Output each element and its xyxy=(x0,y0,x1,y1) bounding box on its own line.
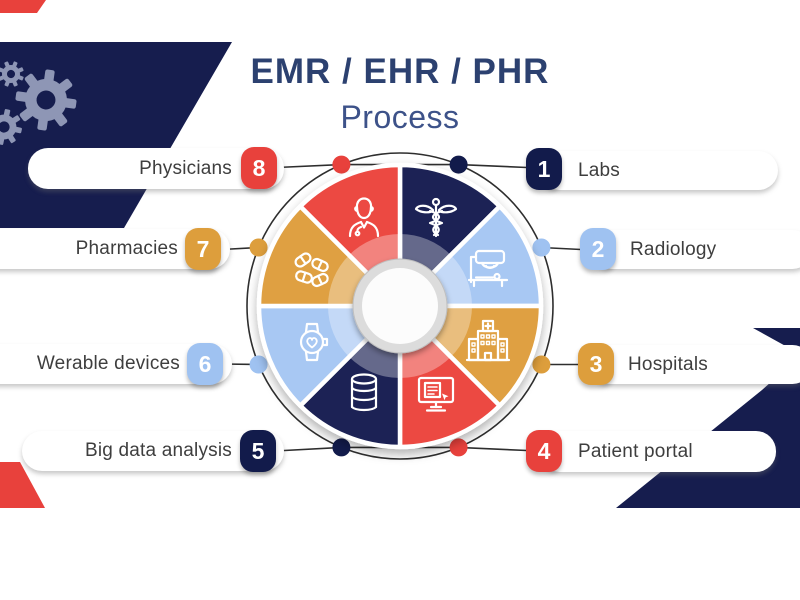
pills-icon xyxy=(294,252,329,288)
patient-portal-monitor-icon xyxy=(417,376,455,412)
dot-patient-portal xyxy=(449,438,468,457)
callout-number-badge: 5 xyxy=(240,430,276,472)
dot-hospitals xyxy=(532,355,551,374)
callout-pill xyxy=(540,431,776,472)
doctor-icon xyxy=(348,197,380,238)
callout-number-badge: 3 xyxy=(578,343,614,385)
hospital-building-icon xyxy=(465,319,511,362)
callout-pill xyxy=(592,230,800,269)
dot-pharmacies xyxy=(249,238,268,257)
dot-labs xyxy=(449,155,468,174)
callout-number: 8 xyxy=(252,154,266,181)
wheel-outer-ring xyxy=(246,152,554,460)
callout-number: 5 xyxy=(251,437,265,464)
smartwatch-icon xyxy=(299,322,329,362)
callout-number: 2 xyxy=(591,235,605,262)
top-left-red-bar xyxy=(0,0,46,13)
callout-number: 3 xyxy=(589,350,603,377)
page-subtitle: Process xyxy=(340,99,460,135)
callout-label: Patient portal xyxy=(578,440,693,462)
database-icon xyxy=(350,373,378,412)
callout-label: Big data analysis xyxy=(84,440,232,461)
radiology-scanner-icon xyxy=(467,249,509,288)
callout-label: Labs xyxy=(578,159,621,181)
dot-big-data xyxy=(332,438,351,457)
dot-werable xyxy=(249,355,268,374)
callout-number: 6 xyxy=(198,350,212,377)
callout-number-badge: 6 xyxy=(187,343,223,385)
caduceus-icon xyxy=(414,197,458,238)
left-red-wedge xyxy=(0,462,45,508)
callout-label: Radiology xyxy=(630,238,717,260)
connector-dots xyxy=(249,155,551,457)
callout-label: Pharmacies xyxy=(75,238,178,259)
callout-number: 4 xyxy=(537,437,551,464)
callout-pill xyxy=(590,345,800,384)
callout-number-badge: 8 xyxy=(241,147,277,189)
callout-pill xyxy=(540,151,778,190)
callout-number: 1 xyxy=(537,155,551,182)
callout-number: 7 xyxy=(196,235,210,262)
wheel-icons xyxy=(294,197,511,412)
callout-label: Physicians xyxy=(139,157,232,179)
callout-number-badge: 4 xyxy=(526,430,562,472)
dot-physicians xyxy=(332,155,351,174)
hub-center xyxy=(362,268,438,344)
dot-radiology xyxy=(532,238,551,257)
callout-label: Werable devices xyxy=(36,353,180,374)
callout-number-badge: 7 xyxy=(185,228,221,270)
callout-label: Hospitals xyxy=(628,353,708,375)
callout-number-badge: 2 xyxy=(580,228,616,270)
callout-number-badge: 1 xyxy=(526,148,562,190)
page-title: EMR / EHR / PHR xyxy=(250,52,550,91)
